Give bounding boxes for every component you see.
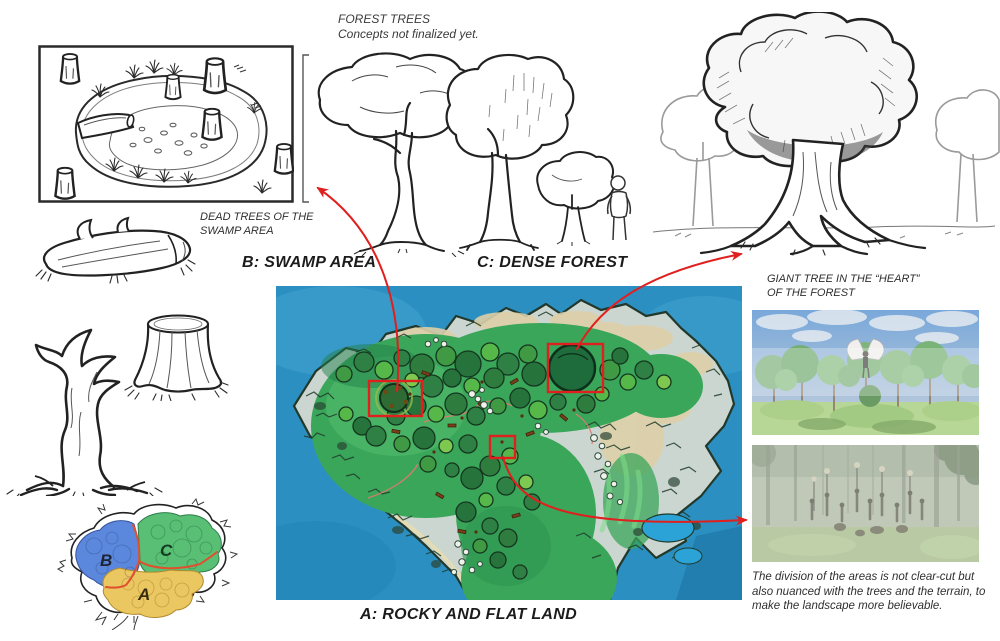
dead-trees-caption: DEAD TREES OF THE SWAMP AREA xyxy=(200,210,313,238)
division-note: The division of the areas is not clear-c… xyxy=(752,570,985,614)
fallen-log-sketch-svg xyxy=(35,216,196,284)
division-note-line1: The division of the areas is not clear-c… xyxy=(752,571,975,583)
giant-tree-sketch xyxy=(645,12,1000,267)
map-giant-tree xyxy=(547,343,597,393)
region-minimap: B C A xyxy=(42,488,242,630)
page-title-line1: FOREST TREES xyxy=(338,12,431,26)
minimap-region-c xyxy=(137,512,222,580)
page-title: FOREST TREES Concepts not finalized yet. xyxy=(338,12,479,42)
giant-tree-caption-line2: OF THE FOREST xyxy=(767,287,855,299)
screenshot-heart-of-forest-svg xyxy=(752,310,979,435)
gnarled-tree-sketch-svg xyxy=(6,328,163,496)
dead-trees-caption-line1: DEAD TREES OF THE xyxy=(200,211,314,223)
dead-trees-caption-line2: SWAMP AREA xyxy=(200,225,274,237)
giant-tree-sketch-svg xyxy=(652,12,1000,256)
screenshot-foggy-forest xyxy=(752,445,979,562)
area-c-label: C: DENSE FOREST xyxy=(477,254,628,271)
island-map xyxy=(276,286,742,600)
giant-tree-caption: GIANT TREE IN THE “HEART” OF THE FOREST xyxy=(767,272,920,300)
swamp-area-sketch xyxy=(38,45,294,203)
minimap-letter-c: C xyxy=(160,541,173,560)
forest-trees-sketch-svg xyxy=(302,52,632,257)
human-scale-figure xyxy=(606,175,632,241)
map-swamp xyxy=(375,379,413,417)
fallen-log-sketch xyxy=(28,212,208,287)
torch-poles xyxy=(813,467,911,511)
division-note-line2: also nuanced with the trees and the terr… xyxy=(752,585,986,598)
minimap-letter-b: B xyxy=(100,551,112,570)
island-map-svg xyxy=(276,286,742,600)
region-minimap-svg: B C A xyxy=(56,497,239,630)
forest-trees-sketch xyxy=(300,45,650,257)
swamp-area-sketch-svg xyxy=(38,45,294,203)
area-a-label: A: ROCKY AND FLAT LAND xyxy=(360,606,577,623)
scale-bracket xyxy=(302,54,309,203)
screenshot-foggy-forest-svg xyxy=(752,445,979,562)
gnarled-tree-sketch xyxy=(5,316,185,496)
winged-character xyxy=(846,338,885,379)
giant-tree-caption-line1: GIANT TREE IN THE “HEART” xyxy=(767,273,920,285)
minimap-letter-a: A xyxy=(137,585,150,604)
minimap-region-borders xyxy=(105,524,218,589)
page-title-line2: Concepts not finalized yet. xyxy=(338,27,479,41)
tree-stump-sketch-svg xyxy=(124,314,229,401)
division-note-line3: make the landscape more believable. xyxy=(752,600,943,612)
tree-stump-sketch xyxy=(122,306,234,401)
gathering-figures xyxy=(809,488,925,537)
screenshot-heart-of-forest xyxy=(752,310,979,435)
minimap-region-a xyxy=(102,567,204,618)
